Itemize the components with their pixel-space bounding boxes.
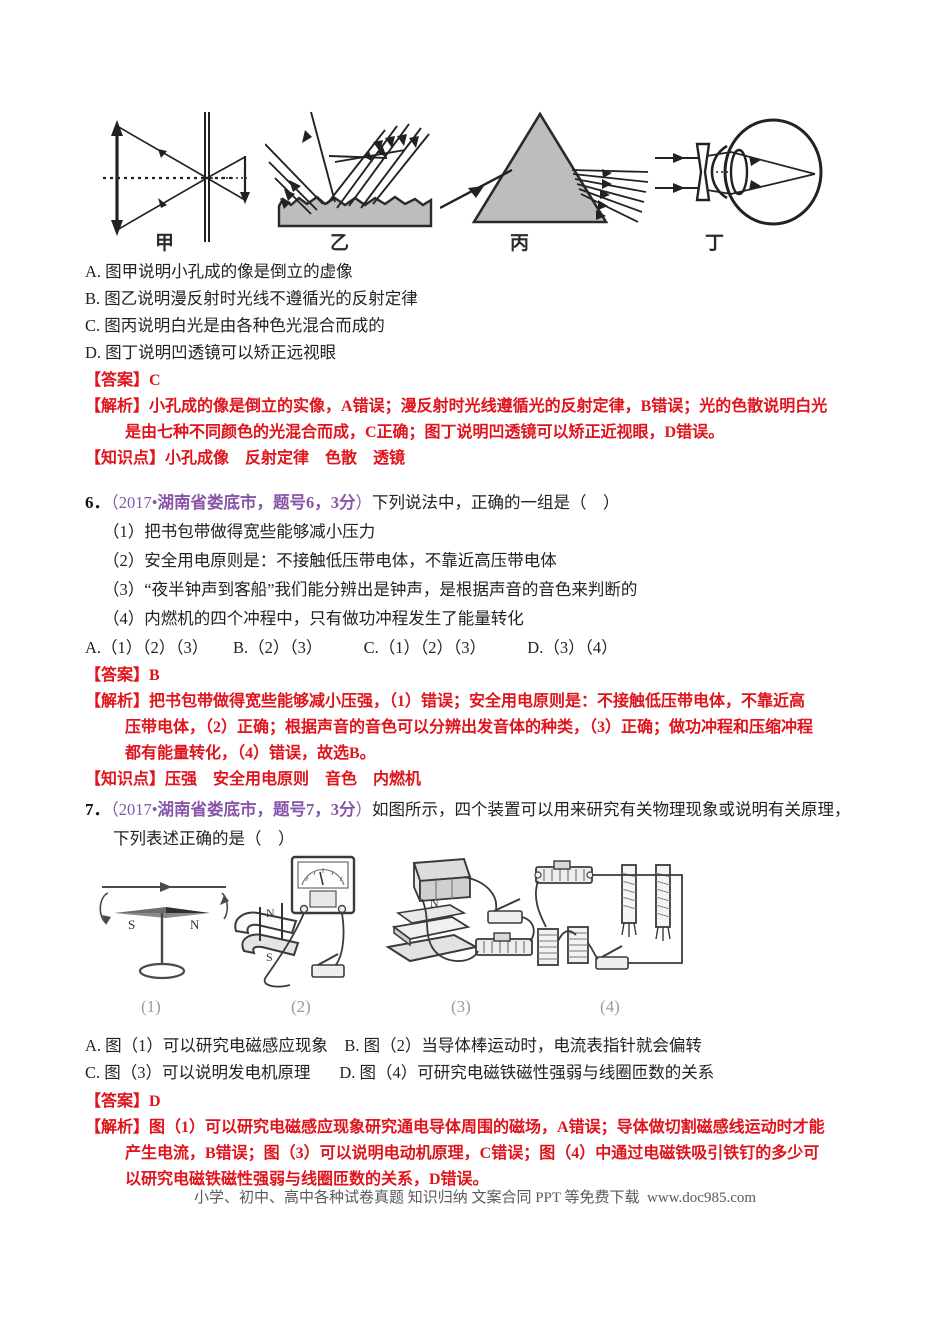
q7-stem-text1: 如图所示，四个装置可以用来研究有关物理现象或说明有关原理，	[372, 800, 851, 819]
q6-stem-text: 下列说法中，正确的一组是（ ）	[372, 493, 620, 512]
question7-stem-block: 7．（2017•湖南省娄底市，题号7，3分）如图所示，四个装置可以用来研究有关物…	[85, 795, 875, 853]
q6-analysis-text1: 把书包带做得宽些能够减小压强，（1）错误；安全用电原则是：不接触低压带电体，不靠…	[149, 693, 806, 710]
q5-knowledge-row: 【知识点】小孔成像 反射定律 色散 透镜	[85, 446, 875, 472]
q6-analysis-row1: 【解析】把书包带做得宽些能够减小压强，（1）错误；安全用电原则是：不接触低压带电…	[85, 689, 875, 715]
svg-text:N: N	[266, 906, 275, 920]
q7-option-c: C. 图（3）可以说明发电机原理	[85, 1063, 311, 1082]
eye-concave-lens-diagram	[655, 118, 823, 226]
q5-analysis-text1: 小孔成的像是倒立的实像，A错误；漫反射时光线遵循光的反射定律，B错误；光的色散说…	[149, 398, 828, 415]
q6-item-4: （4）内燃机的四个冲程中，只有做功冲程发生了能量转化	[103, 609, 524, 628]
q7-number: 7．	[85, 800, 111, 819]
q7-source-open: （2017•	[110, 800, 158, 819]
electromagnet-nails-diagram	[534, 860, 683, 970]
question6-block: 6．（2017•湖南省娄底市，题号6，3分）下列说法中，正确的一组是（ ） （1…	[85, 488, 875, 793]
q7-options-row1: A. 图（1）可以研究电磁感应现象 B. 图（2）当导体棒运动时，电流表指针就会…	[85, 1032, 875, 1059]
q7-stem-line2: 下列表述正确的是（ ）	[113, 829, 295, 848]
q6-number: 6．	[85, 493, 111, 512]
svg-text:S: S	[128, 917, 135, 932]
q7-analysis-text1: 图（1）可以研究电磁感应现象研究通电导体周围的磁场，A错误；导体做切割磁感线运动…	[149, 1119, 825, 1136]
optics-figure-captions: 甲 乙 丙 丁	[85, 228, 875, 256]
q6-knowledge-value: 压强 安全用电原则 音色 内燃机	[165, 771, 422, 788]
q5-analysis-row2: 是由七种不同颜色的光混合而成，C正确；图丁说明凹透镜可以矫正近视眼，D错误。	[125, 424, 725, 441]
q6-analysis-row2: 压带电体，（2）正确；根据声音的音色可以分辨出发音体的种类，（3）正确；做功冲程…	[125, 719, 814, 736]
q6-knowledge-label: 【知识点】	[85, 771, 166, 788]
figure-caption-bing: 丙	[510, 233, 530, 254]
battery-motor-magnet-diagram: N	[385, 857, 535, 963]
footer-url[interactable]: www.doc985.com	[647, 1190, 757, 1206]
q7-analysis-row1: 【解析】图（1）可以研究电磁感应现象研究通电导体周围的磁场，A错误；导体做切割磁…	[85, 1115, 875, 1141]
q6-analysis-label: 【解析】	[85, 693, 150, 710]
pinhole-camera-diagram	[103, 112, 250, 242]
q7-analysis-row3: 以研究电磁铁磁性强弱与线圈匝数的关系，D错误。	[125, 1171, 489, 1188]
q5-answer-row: 【答案】C	[85, 368, 875, 394]
diffuse-reflection-diagram	[265, 111, 433, 228]
q5-answer-value: C	[149, 372, 161, 389]
compass-current-wire-diagram: S N	[99, 882, 229, 980]
q7-figure-caption-4: (4)	[600, 997, 620, 1016]
q7-answer-row: 【答案】D	[85, 1089, 875, 1115]
q7-figure-caption-1: (1)	[141, 997, 161, 1016]
q6-answer-value: B	[149, 667, 160, 684]
svg-text:N: N	[190, 917, 200, 932]
q7-option-d: D. 图（4）可研究电磁铁磁性强弱与线圈匝数的关系	[339, 1063, 715, 1082]
electromagnetism-figure-captions: (1) (2) (3) (4)	[85, 997, 875, 1023]
q7-option-b: B. 图（2）当导体棒运动时，电流表指针就会偏转	[344, 1036, 702, 1055]
q6-source-ref: 湖南省娄底市，题号6，3分	[157, 493, 356, 512]
optics-figure	[85, 95, 875, 260]
q6-item-2: （2）安全用电原则是：不接触低压带电体，不靠近高压带电体	[103, 551, 557, 570]
q6-analysis-row3: 都有能量转化，（4）错误，故选B。	[125, 745, 376, 762]
q7-options-row2: C. 图（3）可以说明发电机原理 D. 图（4）可研究电磁铁磁性强弱与线圈匝数的…	[85, 1059, 875, 1086]
svg-text:N: N	[430, 896, 439, 910]
q7-analysis-row2: 产生电流，B错误；图（3）可以说明电动机原理，C错误；图（4）中通过电磁铁吸引铁…	[125, 1145, 820, 1162]
figure-caption-yi: 乙	[330, 233, 350, 254]
q6-answer-row: 【答案】B	[85, 663, 875, 689]
q5-analysis-label: 【解析】	[85, 398, 150, 415]
q7-option-a: A. 图（1）可以研究电磁感应现象	[85, 1036, 328, 1055]
q6-answer-label: 【答案】	[85, 667, 150, 684]
question5-block: A. 图甲说明小孔成的像是倒立的虚像 B. 图乙说明漫反射时光线不遵循光的反射定…	[85, 258, 875, 472]
q6-stem: 6．（2017•湖南省娄底市，题号6，3分）下列说法中，正确的一组是（ ）	[85, 488, 875, 517]
q5-option-c: C. 图丙说明白光是由各种色光混合而成的	[85, 316, 385, 335]
q7-answer-label: 【答案】	[85, 1093, 150, 1110]
q7-source-close: ）	[355, 800, 373, 819]
q6-choices: A.（1）（2）（3） B.（2）（3） C.（1）（2）（3） D.（3）（4…	[85, 638, 618, 657]
q7-figure-caption-2: (2)	[291, 997, 311, 1016]
q5-answer-label: 【答案】	[85, 372, 150, 389]
q5-option-b: B. 图乙说明漫反射时光线不遵循光的反射定律	[85, 289, 418, 308]
q5-knowledge-label: 【知识点】	[85, 450, 166, 467]
q7-source-ref: 湖南省娄底市，题号7，3分	[157, 800, 356, 819]
q5-option-d: D. 图丁说明凹透镜可以矫正远视眼	[85, 343, 337, 362]
q7-answer-value: D	[149, 1093, 161, 1110]
prism-dispersion-diagram	[440, 111, 649, 224]
q7-figure-caption-3: (3)	[451, 997, 471, 1016]
q6-source-open: （2017•	[110, 493, 158, 512]
page-footer: 小学、初中、高中各种试卷真题 知识归纳 文案合同 PPT 等免费下载 www.d…	[0, 1186, 950, 1207]
q7-analysis-label: 【解析】	[85, 1119, 150, 1136]
figure-caption-ding: 丁	[705, 233, 725, 254]
q6-item-1: （1）把书包带做得宽些能够减小压力	[103, 522, 376, 541]
svg-text:S: S	[266, 950, 273, 964]
q5-knowledge-value: 小孔成像 反射定律 色散 透镜	[165, 450, 406, 467]
q5-option-a: A. 图甲说明小孔成的像是倒立的虚像	[85, 262, 353, 281]
question7-answer-block: A. 图（1）可以研究电磁感应现象 B. 图（2）当导体棒运动时，电流表指针就会…	[85, 1032, 875, 1193]
q5-analysis-row1: 【解析】小孔成的像是倒立的实像，A错误；漫反射时光线遵循光的反射定律，B错误；光…	[85, 394, 875, 420]
q6-source-close: ）	[355, 493, 373, 512]
q7-stem-line1: 7．（2017•湖南省娄底市，题号7，3分）如图所示，四个装置可以用来研究有关物…	[85, 795, 875, 824]
q6-knowledge-row: 【知识点】压强 安全用电原则 音色 内燃机	[85, 767, 875, 793]
q6-item-3: （3）“夜半钟声到客船”我们能分辨出是钟声，是根据声音的音色来判断的	[103, 580, 638, 599]
figure-caption-jia: 甲	[155, 233, 175, 254]
electromagnetism-figure: S N N	[90, 855, 700, 995]
galvanometer-conductor-magnet-diagram: N S	[234, 855, 356, 988]
footer-text: 小学、初中、高中各种试卷真题 知识归纳 文案合同 PPT 等免费下载	[193, 1190, 640, 1206]
